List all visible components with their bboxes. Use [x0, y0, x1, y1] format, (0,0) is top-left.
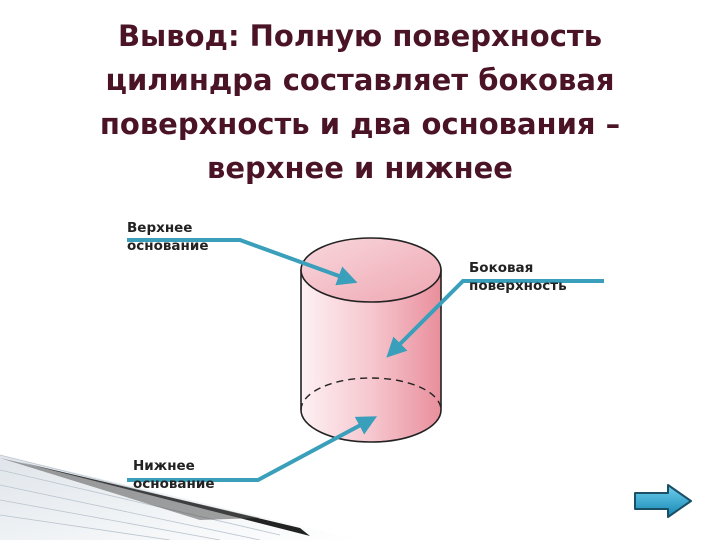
label-bottom-base: Нижнее основание [133, 457, 214, 493]
cylinder-bottom-hidden-edge [300, 377, 442, 411]
label-bottom-base-line1: Нижнее [133, 458, 195, 474]
pointer-arrows [127, 238, 604, 482]
label-top-base: Верхнее основание [127, 219, 208, 255]
cylinder-lateral-surface [300, 269, 442, 443]
label-lateral-surface: Боковая поверхность [469, 259, 567, 295]
arrow-lateral-surface [386, 279, 604, 358]
next-slide-button[interactable] [632, 482, 694, 520]
label-bottom-base-line2: основание [133, 476, 215, 492]
label-lateral-surface-line1: Боковая [469, 260, 534, 276]
cylinder [300, 237, 442, 443]
corner-decoration [0, 454, 360, 540]
label-lateral-surface-line2: поверхность [469, 278, 567, 294]
arrow-right-icon [634, 484, 692, 518]
label-top-base-line1: Верхнее [127, 220, 193, 236]
arrow-bottom-base [127, 416, 378, 482]
cylinder-top-base [300, 237, 442, 303]
slide-title: Вывод: Полную поверхность цилиндра соста… [99, 19, 621, 185]
arrow-top-base [127, 238, 358, 286]
label-top-base-line2: основание [127, 238, 209, 254]
